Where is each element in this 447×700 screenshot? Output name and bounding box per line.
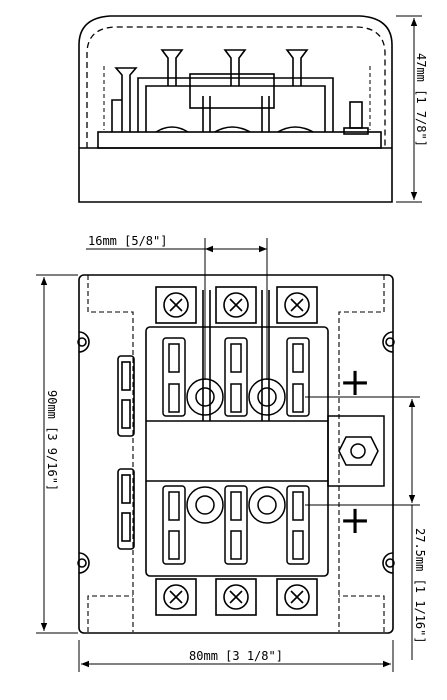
- top-terminals: [155, 286, 318, 324]
- terminal-screw-top-1: [155, 286, 197, 324]
- side-cover-inner-dashed: [86, 26, 386, 148]
- fuse-holders-top: [162, 337, 310, 417]
- dim-top-height: [36, 274, 78, 634]
- dim-width: [78, 640, 394, 672]
- dim-label-47mm: 47mm [1 7/8"]: [414, 53, 428, 147]
- terminal-screw-top-2: [215, 286, 257, 324]
- top-outline: [78, 274, 394, 634]
- dim-label-90mm: 90mm [3 9/16"]: [45, 390, 59, 491]
- terminal-screw-bottom-3: [276, 578, 318, 616]
- dim-label-27-5mm: 27.5mm [1 1/16"]: [413, 528, 427, 644]
- dim-pitch: [86, 238, 268, 380]
- terminal-screw-top-3: [276, 286, 318, 324]
- side-view: [78, 15, 393, 203]
- side-center-block: [189, 73, 275, 109]
- dim-side-height: [396, 15, 422, 203]
- bottom-terminals: [155, 578, 318, 616]
- side-posts: [111, 49, 309, 132]
- terminal-screw-bottom-1: [155, 578, 197, 616]
- terminal-screw-bottom-2: [215, 578, 257, 616]
- dim-label-16mm: 16mm [5/8"]: [88, 234, 167, 248]
- fuse-holders-bottom: [162, 485, 310, 565]
- dim-label-80mm: 80mm [3 1/8"]: [189, 649, 283, 663]
- dim-offset: [305, 396, 420, 660]
- fuse-panel: [145, 326, 329, 577]
- ground-stud: [327, 415, 385, 487]
- side-cover-outline: [78, 15, 393, 203]
- side-base-plate: [97, 131, 382, 149]
